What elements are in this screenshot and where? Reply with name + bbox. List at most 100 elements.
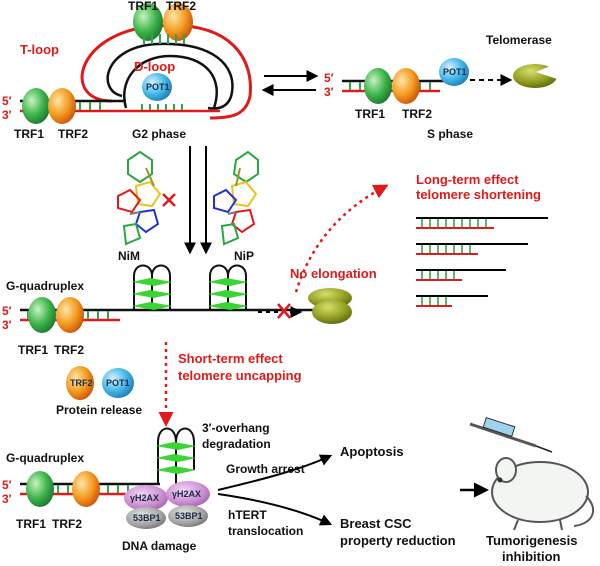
label-long-term-1: Long-term effect [416,172,519,187]
g-quadruplex-stack-3 [156,427,196,484]
label-g-quadruplex-bottom: G-quadruplex [6,451,84,465]
label-g-quadruplex-mid: G-quadruplex [6,279,84,293]
telomerase-icon [513,62,560,88]
t-loop-structure [20,3,252,124]
label-trf2-s: TRF2 [402,107,432,121]
trf2-protein-mid [56,297,84,333]
g-quadruplex-middle [20,264,352,333]
gamma-h2ax-protein-1 [124,485,168,511]
label-htert-2: translocation [228,524,303,538]
label-3prime-s: 3′ [324,85,334,99]
label-trf1-s: TRF1 [355,107,385,121]
label-overhang-1: 3′-overhang [202,421,270,435]
pot1-released [102,368,134,398]
label-csc-1: Breast CSC [340,516,412,531]
label-5prime-s: 5′ [324,71,334,85]
label-trf1-bottom: TRF1 [16,517,46,531]
label-trf2-left: TRF2 [58,127,88,141]
label-nip: NiP [234,249,254,263]
molecule-nim-icon [117,150,162,246]
s-phase-structure [342,58,560,104]
label-trf2-top: TRF2 [166,0,196,13]
trf1-protein-bottom [26,471,54,507]
top-base-pair-ticks [143,34,185,44]
trf2-protein-bottom [72,471,100,507]
label-3prime-left: 3′ [2,108,12,122]
g-quadruplex-stack-2 [208,264,248,310]
trf2-released [66,366,94,400]
label-apoptosis: Apoptosis [340,444,404,459]
dotted-arrow-long-term [294,184,389,293]
telomere-bar-1 [416,217,548,229]
label-3prime-mid: 3′ [2,318,12,332]
label-csc-2: property reduction [340,533,456,548]
x-mark-elongation [277,303,291,319]
53bp1-protein-2 [168,505,208,527]
d-loop-strand [123,54,218,109]
pot1-protein-s [439,58,469,86]
released-proteins [66,366,134,400]
label-overhang-2: degradation [202,437,271,451]
label-tumor-2: inhibition [502,549,561,564]
telomerase-icon-blocked [308,288,352,324]
label-telomerase: Telomerase [486,33,552,47]
label-53bp1-2: 53BP1 [175,511,203,521]
g-quadruplex-stack-1 [132,264,172,310]
label-short-term-1: Short-term effect [178,351,283,366]
label-short-term-2: telomere uncapping [178,368,302,383]
telomere-bar-4 [416,295,488,307]
label-tumor-1: Tumorigenesis [486,533,578,548]
trf1-protein-mid [28,297,56,333]
label-trf1-top: TRF1 [128,0,158,13]
label-pot1-released: POT1 [106,378,130,388]
label-pot1: POT1 [146,82,170,92]
trf2-protein [48,88,76,124]
label-no-elongation: No elongation [290,266,377,281]
label-g2-phase: G2 phase [132,127,186,141]
label-5prime-left: 5′ [2,94,12,108]
telomere-shortening-bars [416,217,548,307]
label-gamma-h2ax-2: γH2AX [172,489,201,499]
equilibrium-arrows [261,70,319,96]
53bp1-protein-1 [126,507,166,529]
label-long-term-2: telomere shortening [416,187,541,202]
pot1-protein [142,73,172,101]
telomere-bar-3 [416,269,506,281]
label-s-phase: S phase [427,127,473,141]
t-loop-outer-strand [80,23,252,120]
g-quadruplex-bottom [20,427,210,529]
label-gamma-h2ax-1: γH2AX [130,493,159,503]
label-trf2-mid: TRF2 [54,343,84,357]
down-arrows-g2 [184,146,212,255]
trf1-protein [22,88,50,124]
label-trf2-bottom: TRF2 [52,517,82,531]
trf2-protein-top [163,3,193,41]
label-trf1-left: TRF1 [14,127,44,141]
mouse-icon [491,457,595,531]
label-trf1-mid: TRF1 [18,343,48,357]
trf2-protein-s [392,68,420,104]
label-d-loop: D-loop [134,59,175,74]
label-3prime-bottom: 3′ [2,492,12,506]
label-5prime-bottom: 5′ [2,478,12,492]
telomere-bar-2 [416,243,528,255]
label-5prime-mid: 5′ [2,304,12,318]
x-mark-nim [162,193,176,207]
t-loop-inner-strand [106,42,234,110]
label-pot1-s: POT1 [443,67,467,77]
label-growth-arrest: Growth arrest [226,462,305,476]
label-nim: NiM [118,249,140,263]
label-htert-1: hTERT [228,508,267,522]
molecule-nip-icon [213,150,259,246]
label-t-loop: T-loop [20,42,59,57]
syringe-icon [469,416,553,453]
gamma-h2ax-protein-2 [166,481,210,507]
label-protein-release: Protein release [56,403,142,417]
label-dna-damage: DNA damage [122,539,197,553]
trf1-protein-top [133,3,163,41]
label-trf2-released: TRF2 [70,378,93,388]
outcome-arrows [217,454,489,526]
label-53bp1-1: 53BP1 [133,513,161,523]
trf1-protein-s [364,68,392,104]
